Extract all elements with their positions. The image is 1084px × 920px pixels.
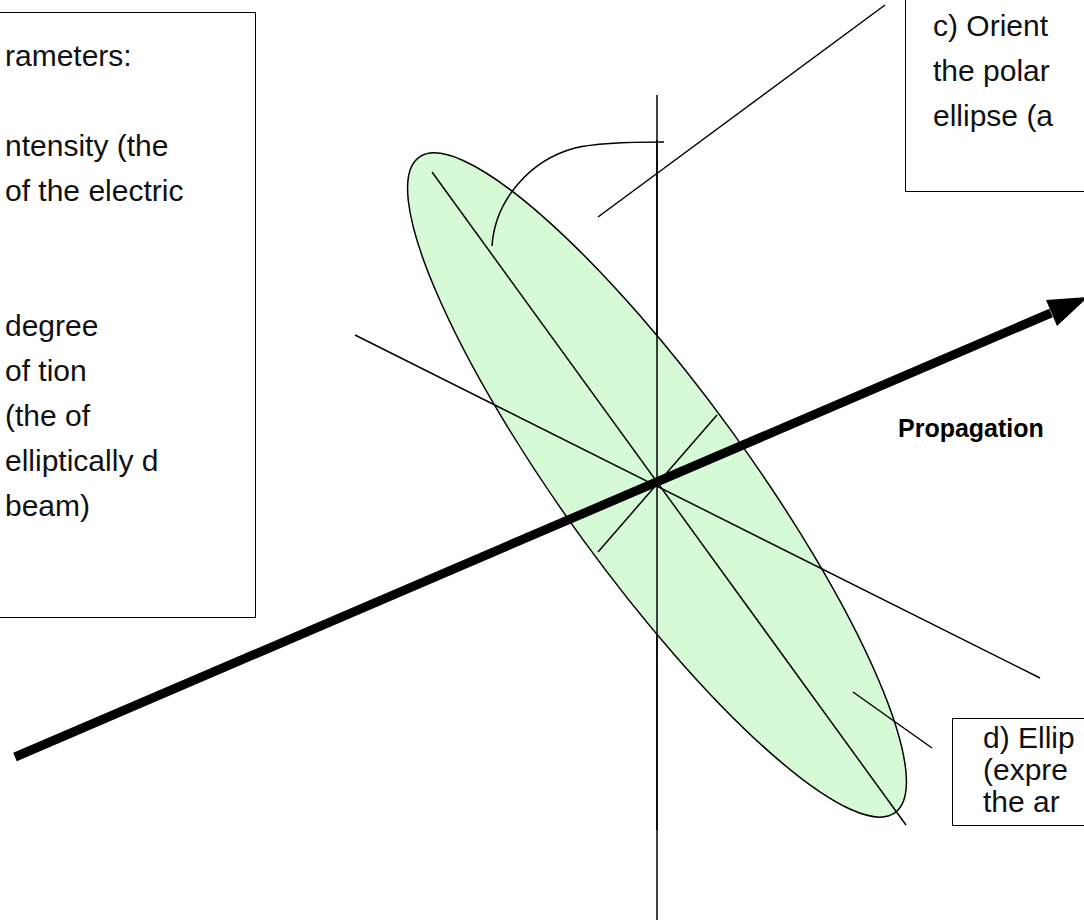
horizontal-axis (355, 335, 1040, 678)
box-text: rameters: (5, 33, 225, 78)
box-text: ntensity (the of the electric (5, 123, 195, 213)
box-text: c) Orient the polar ellipse (a (933, 3, 1065, 138)
text-frame: c) Orient the polar ellipse (a (933, 3, 1065, 138)
arrow-head (1046, 297, 1084, 326)
angle-arc (492, 142, 664, 246)
leader-line (853, 692, 932, 748)
line-spacer (130, 348, 181, 393)
axis-label: Propagation (898, 413, 1044, 443)
text-box: rameters: ntensity (the of the electric de… (0, 12, 256, 618)
major-axis (432, 172, 906, 825)
text-frame: rameters: (5, 33, 225, 78)
text-box: c) Orient the polar ellipse (a (905, 0, 1084, 192)
box-text: d) Ellip (expre the ar (983, 722, 1084, 818)
text-frame: ntensity (the of the electric (5, 123, 195, 213)
text-frame: d) Ellip (expre the ar (983, 722, 1084, 818)
text-frame: degree of tion (the of elliptically d be… (5, 303, 181, 528)
label-frame: Propagation (898, 413, 1044, 443)
box-text: degree of tion (the of elliptically d be… (5, 303, 181, 528)
leader-line (598, 5, 885, 217)
vertical-axis (656, 95, 658, 920)
text-box: d) Ellip (expre the ar (952, 718, 1084, 826)
